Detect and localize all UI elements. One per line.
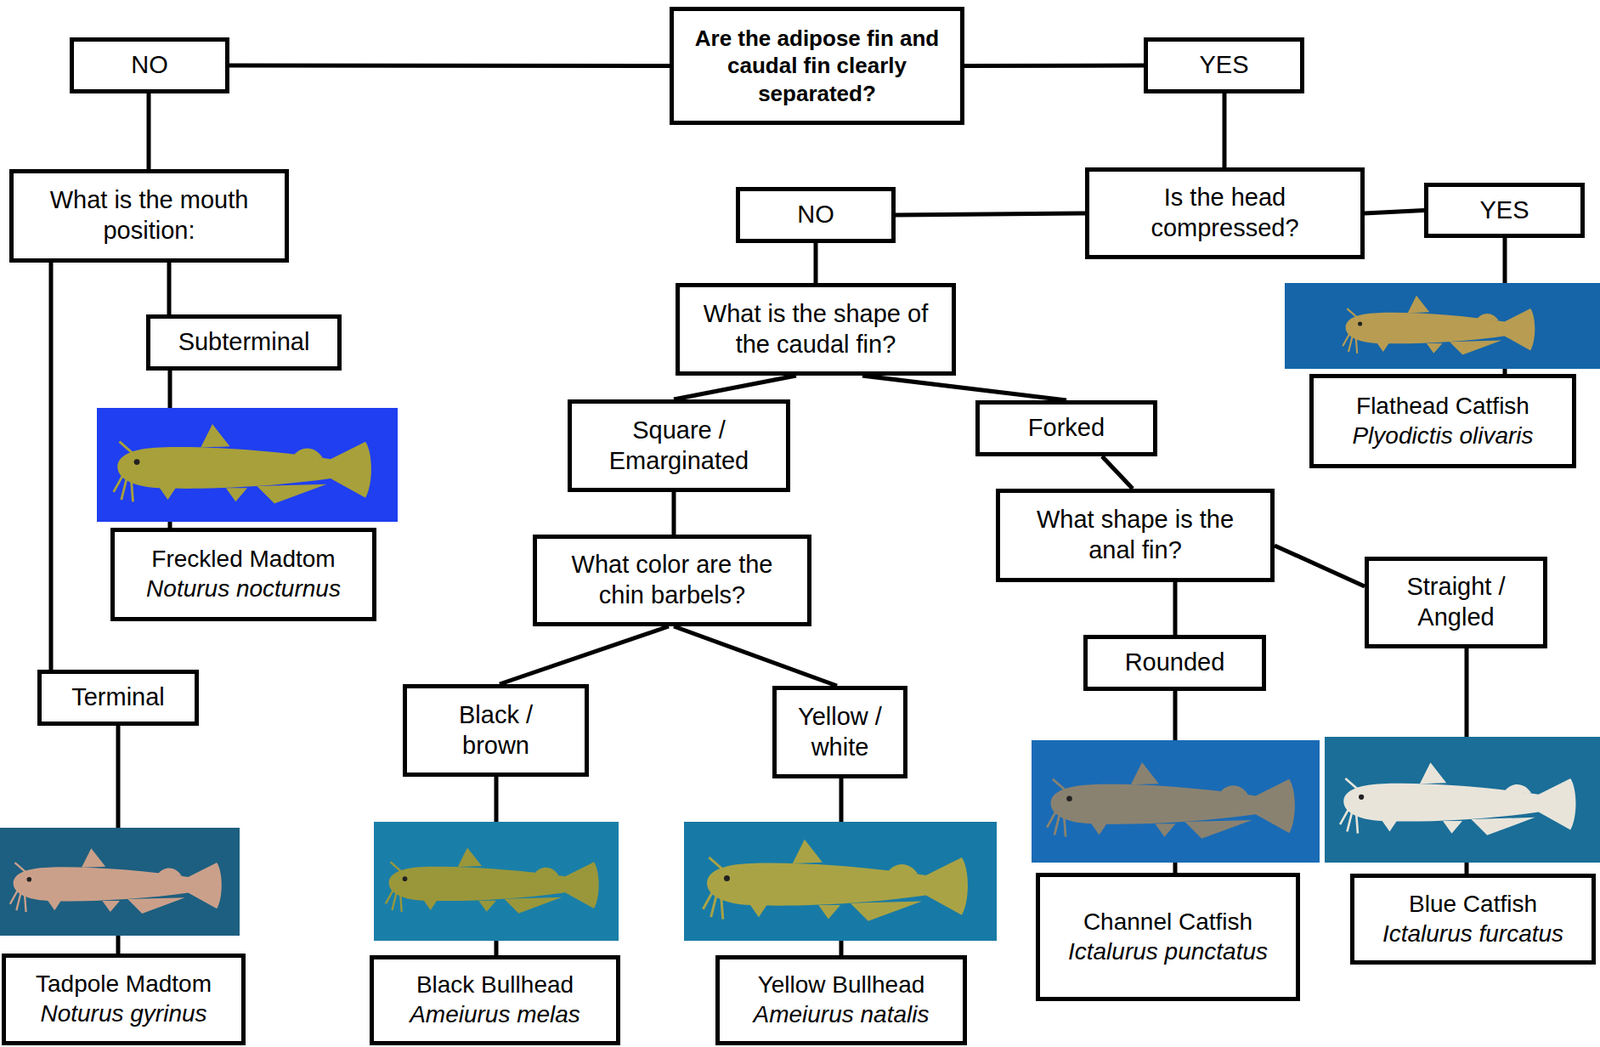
fish-figure <box>113 424 372 504</box>
answer-box: YES <box>1143 37 1305 94</box>
answer-box: YES <box>1424 182 1585 238</box>
answer-box: NO <box>735 186 896 244</box>
connector-line <box>1364 210 1425 215</box>
question-box: Are the adipose fin and caudal fin clear… <box>669 6 965 125</box>
answer-box: NO <box>69 37 230 94</box>
connector-line <box>499 626 669 685</box>
common-name: Channel Catfish <box>1083 907 1253 938</box>
scientific-name: Noturus nocturnus <box>146 574 341 605</box>
scientific-name: Ictalurus furcatus <box>1382 919 1564 950</box>
common-name: Tadpole Madtom <box>35 969 212 1000</box>
photo-background <box>373 821 619 941</box>
connector-line <box>862 375 1067 401</box>
answer-box: Terminal <box>37 669 199 726</box>
question-box: What is the mouth position: <box>9 169 289 263</box>
photo-background <box>0 827 240 936</box>
fish-figure <box>385 847 600 913</box>
box-text: What is the shape of the caudal fin? <box>693 299 939 361</box>
scientific-name: Noturus gyrinus <box>39 999 207 1029</box>
photo-background <box>1284 282 1600 369</box>
photo-background <box>1031 740 1320 863</box>
answer-box: Black / brown <box>402 684 589 777</box>
connector-line <box>169 262 170 315</box>
species-box: Black BullheadAmeiurus melas <box>369 955 621 1046</box>
box-text: What color are the chin barbels? <box>550 549 794 611</box>
question-box: What color are the chin barbels? <box>532 534 812 627</box>
box-text: Square / Emarginated <box>592 415 766 477</box>
box-text: Terminal <box>71 682 165 713</box>
connector-line <box>1224 93 1226 168</box>
species-box: Tadpole MadtomNoturus gyrinus <box>1 953 246 1046</box>
box-text: Are the adipose fin and caudal fin clear… <box>687 24 947 108</box>
photo-background <box>96 407 398 522</box>
box-text: What shape is the anal fin? <box>1013 504 1257 566</box>
question-box: What is the shape of the caudal fin? <box>675 282 956 376</box>
box-text: YES <box>1479 195 1529 227</box>
box-text: Is the head compressed? <box>1102 182 1347 244</box>
species-box: Freckled MadtomNoturus nocturnus <box>110 527 377 622</box>
connector-line <box>673 626 837 686</box>
fish-figure <box>702 839 968 922</box>
box-text: NO <box>130 50 169 81</box>
common-name: Flathead Catfish <box>1356 391 1530 422</box>
connector-line <box>50 262 52 670</box>
fish-figure <box>10 848 222 914</box>
photo-background <box>684 821 997 941</box>
species-box: Channel CatfishIctalurus punctatus <box>1035 872 1301 1001</box>
connector-line <box>964 65 1144 68</box>
connector-line <box>1274 545 1365 587</box>
box-text: Rounded <box>1125 647 1226 679</box>
connector-line <box>673 491 675 535</box>
connector-line <box>229 65 670 68</box>
box-text: What is the mouth position: <box>27 185 272 247</box>
connector-line <box>673 375 797 400</box>
connector-line <box>1102 456 1133 489</box>
answer-box: Rounded <box>1083 634 1267 691</box>
scientific-name: Plyodictis olivaris <box>1351 421 1533 452</box>
box-text: Subterminal <box>178 327 311 358</box>
species-box: Flathead CatfishPlyodictis olivaris <box>1309 373 1577 469</box>
scientific-name: Ictalurus punctatus <box>1068 937 1268 967</box>
box-text: Black / brown <box>427 700 565 762</box>
answer-box: Subterminal <box>146 314 342 371</box>
answer-box: Square / Emarginated <box>567 399 791 492</box>
box-text: Straight / Angled <box>1389 571 1523 634</box>
common-name: Freckled Madtom <box>151 544 335 575</box>
box-text: NO <box>797 199 835 231</box>
connector-line <box>895 213 1086 215</box>
common-name: Yellow Bullhead <box>757 970 926 1001</box>
scientific-name: Ameiurus melas <box>409 1000 581 1030</box>
answer-box: Straight / Angled <box>1364 556 1548 649</box>
answer-box: Forked <box>975 400 1158 457</box>
fish-figure <box>1046 762 1295 839</box>
box-text: Yellow / white <box>797 701 883 764</box>
connector-line <box>1175 582 1176 635</box>
connector-line <box>815 243 817 283</box>
common-name: Blue Catfish <box>1408 889 1538 920</box>
common-name: Black Bullhead <box>416 970 574 1001</box>
photo-background <box>1324 736 1600 863</box>
species-box: Yellow BullheadAmeiurus natalis <box>715 955 967 1046</box>
question-box: Is the head compressed? <box>1085 167 1365 260</box>
connector-line <box>148 93 150 170</box>
answer-box: Yellow / white <box>772 685 908 779</box>
question-box: What shape is the anal fin? <box>995 488 1275 583</box>
fish-figure <box>1342 295 1535 356</box>
fish-figure <box>1339 762 1576 836</box>
box-text: Forked <box>1028 412 1105 444</box>
species-box: Blue CatfishIctalurus furcatus <box>1350 873 1596 965</box>
scientific-name: Ameiurus natalis <box>753 1000 930 1030</box>
box-text: YES <box>1198 50 1249 81</box>
